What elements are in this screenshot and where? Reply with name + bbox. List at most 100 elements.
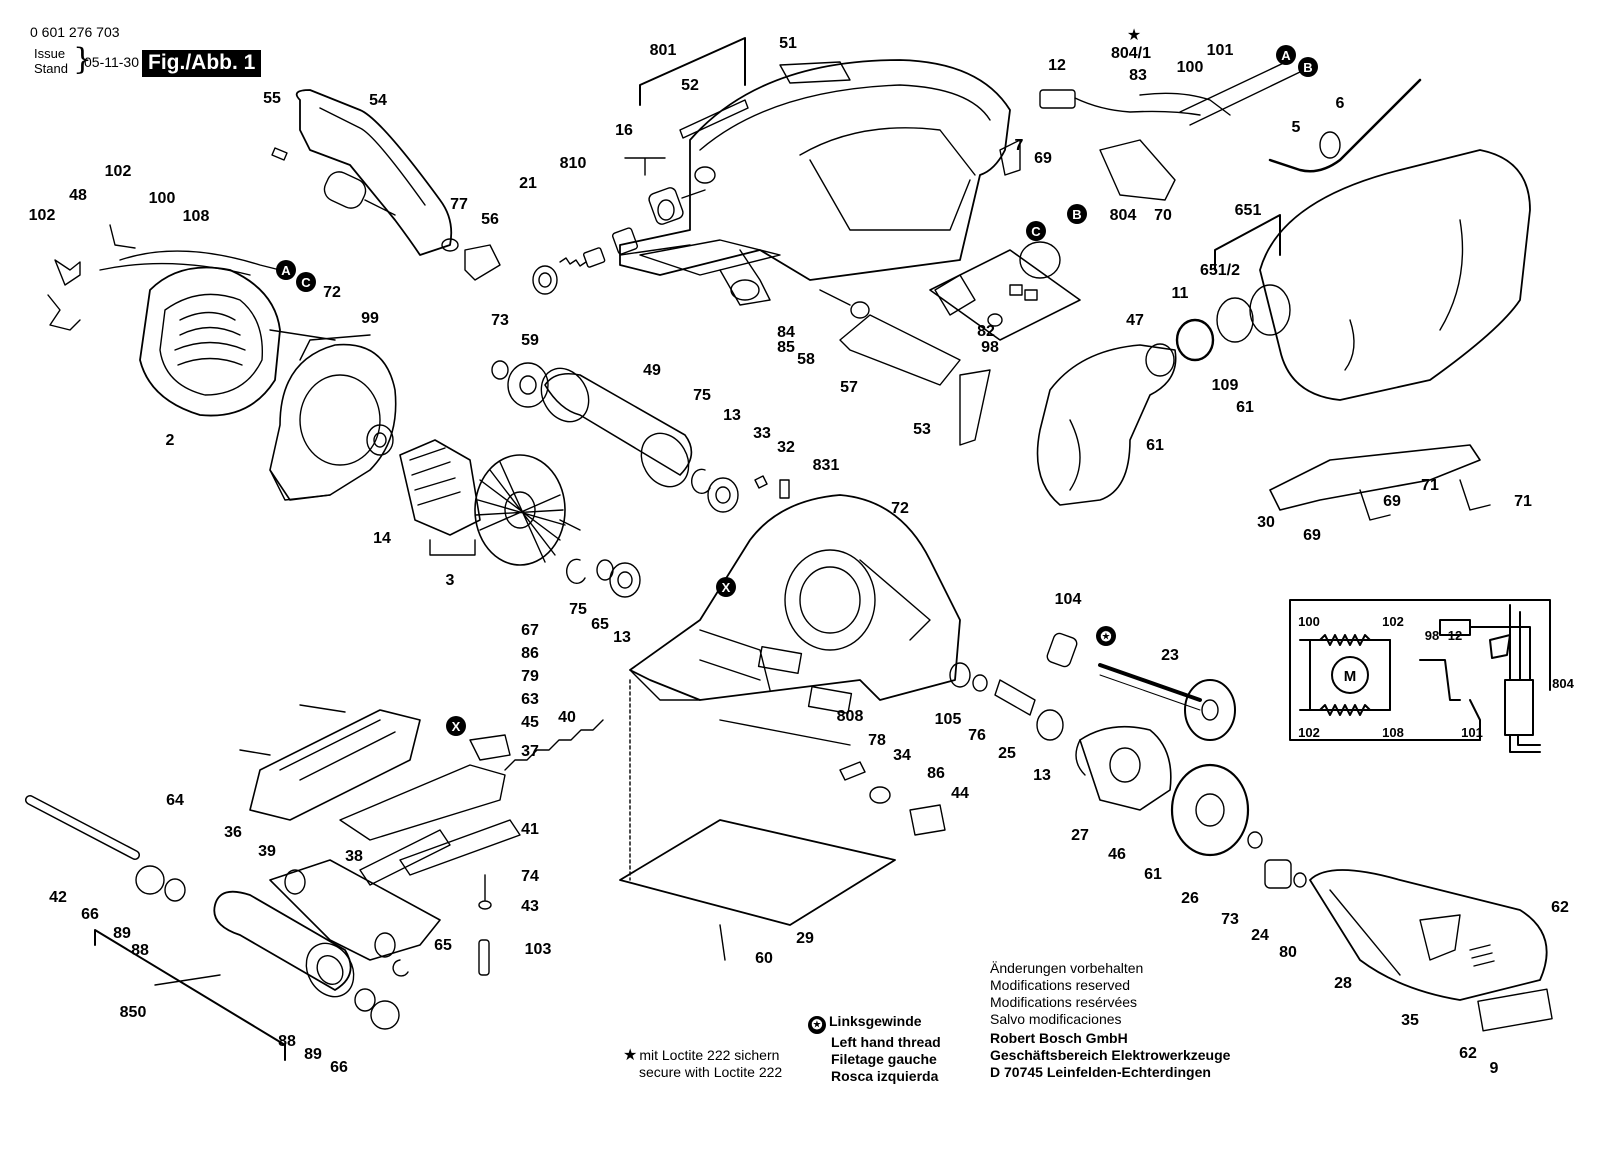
marker-c: C [1026,221,1046,241]
part-label-39: 39 [258,843,276,860]
bushing [1264,859,1292,889]
gearbox-plate-part [1075,725,1172,811]
dust-adaptor-part [1036,343,1177,506]
marker-x: X [716,577,736,597]
idler-roller-part [213,890,355,998]
part-label-36: 36 [224,824,242,841]
part-label-58: 58 [797,351,815,368]
pin [478,939,490,976]
wiring-label-12: 12 [1448,628,1462,643]
base-plate [619,819,896,926]
part-label-74: 74 [521,868,539,885]
company-division: Geschäftsbereich Elektrowerkzeuge [990,1047,1231,1063]
loctite-en: secure with Loctite 222 [639,1064,783,1080]
marker-a: A [276,260,296,280]
guard-frame-part [1269,444,1491,521]
part-label-43: 43 [521,898,539,915]
part-label-101: 101 [1207,42,1234,59]
part-label-30: 30 [1257,514,1275,531]
part-label-7: 7 [1015,137,1024,154]
part-label-11: 11 [1172,285,1189,302]
lht-de: Linksgewinde [829,1013,922,1029]
part-label-102: 102 [29,207,56,224]
part-label-45: 45 [521,714,539,731]
part-label-850: 850 [120,1004,147,1021]
part-label-73: 73 [1221,911,1239,928]
part-label-75: 75 [569,601,587,618]
svg-text:X: X [452,719,461,734]
brace: } [73,42,93,77]
part-label-69: 69 [1383,493,1401,510]
part-label-37: 37 [521,743,539,760]
part-label-73: 73 [491,312,509,329]
bearing [366,424,394,456]
pivot-arm-part [269,819,521,977]
part-label-69: 69 [1034,150,1052,167]
part-label-71: 71 [1514,493,1532,510]
label-plate [679,99,749,139]
cover-plate-part [819,289,991,446]
marker-a: A [1276,45,1296,65]
svg-text:✪: ✪ [1101,629,1112,644]
part-label-65: 65 [591,616,609,633]
part-label-86: 86 [521,645,539,662]
part-label-62: 62 [1551,899,1569,916]
spring [839,761,866,781]
lht-fr: Filetage gauche [831,1051,937,1067]
part-label-6: 6 [1336,95,1345,112]
part-label-56: 56 [481,211,499,228]
part-label-61: 61 [1146,437,1164,454]
part-label-54: 54 [369,92,387,109]
part-label-82: 82 [977,323,995,340]
switch [999,139,1021,176]
part-label-651: 651 [1235,202,1262,219]
company-block: Robert Bosch GmbH Geschäftsbereich Elekt… [990,1030,1230,1081]
lht-en: Left hand thread [831,1034,941,1050]
svg-text:A: A [281,263,291,278]
part-label-13: 13 [723,407,741,424]
part-label-25: 25 [998,745,1016,762]
part-label-89: 89 [304,1046,322,1063]
fan-housing-part [269,334,397,501]
part-label-14: 14 [373,530,391,547]
part-label-71: 71 [1421,477,1439,494]
part-label-42: 42 [49,889,67,906]
retaining-ring [690,468,711,495]
marker-x: X [446,716,466,736]
part-label-72: 72 [323,284,341,301]
part-label-67: 67 [521,622,539,639]
part-label-55: 55 [263,90,281,107]
part-label-80: 80 [1279,944,1297,961]
part-label-89: 89 [113,925,131,942]
part-label-61: 61 [1144,866,1162,883]
issue-label: Issue [34,46,66,61]
changes-fr: Modifications resérvées [990,994,1138,1010]
part-label-85: 85 [777,339,795,356]
part-label-804-1: 804/1 [1111,45,1151,62]
part-label-103: 103 [525,941,552,958]
part-label-804: 804 [1110,207,1137,224]
part-label-88: 88 [131,942,149,959]
svg-text:C: C [1031,224,1041,239]
part-label-100: 100 [149,190,176,207]
bearing [949,662,971,688]
part-label-84: 84 [777,324,795,341]
switch-board-part [929,241,1081,341]
part-label-86: 86 [927,765,945,782]
svg-text:X: X [722,580,731,595]
part-label-41: 41 [521,821,539,838]
part-label-59: 59 [521,332,539,349]
part-label-44: 44 [951,785,969,802]
part-label-26: 26 [1181,890,1199,907]
part-label-62: 62 [1459,1045,1477,1062]
part-label-104: 104 [1055,591,1082,608]
part-label-69: 69 [1303,527,1321,544]
retaining-ring [565,558,586,585]
changes-en: Modifications reserved [990,977,1131,993]
key [754,475,768,489]
wiring-label-102: 102 [1298,725,1320,740]
part-label-60: 60 [755,950,773,967]
svg-text:B: B [1303,60,1312,75]
part-label-21: 21 [519,175,537,192]
changes-note: Änderungen vorbehalten Modifications res… [990,960,1143,1028]
